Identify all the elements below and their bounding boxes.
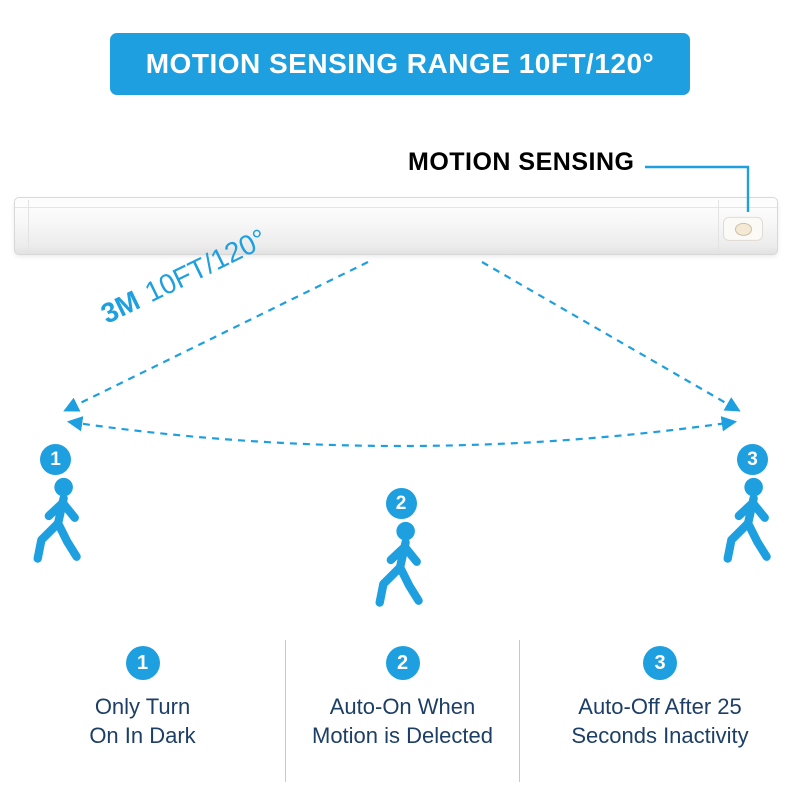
feature-line-1: Auto-On When [329,694,476,719]
feature-line-1: Auto-Off After 25 [578,694,742,719]
figure-number-badge: 1 [40,444,71,475]
range-distance-bold: 3M [95,284,145,330]
range-arc [66,416,738,448]
figure-number-badge: 2 [385,488,417,519]
walking-figure-2: 2 [360,488,442,609]
sensor-panel [723,216,763,241]
feature-line-2: Motion is Delected [312,723,493,749]
light-bar-top-face [15,198,777,208]
walking-person-icon [375,521,423,607]
walking-person-icon [33,477,81,563]
range-line-left [63,261,369,412]
figure-number-badge: 3 [737,444,768,475]
light-bar [14,197,778,255]
walking-figure-3: 3 [708,444,790,565]
feature-number-badge: 1 [125,646,160,680]
motion-sensing-label: MOTION SENSING [408,148,635,176]
range-line-right [481,261,741,412]
feature-auto-on-when-motion: 2 Auto-On When Motion is Delected [285,640,520,782]
feature-only-turn-on-in-dark: 1 Only Turn On In Dark [0,640,285,782]
walking-figure-1: 1 [18,444,100,565]
features-bar: 1 Only Turn On In Dark 2 Auto-On When Mo… [0,640,800,782]
feature-description: Auto-On When Motion is Delected [312,692,493,750]
feature-auto-off-after-inactivity: 3 Auto-Off After 25 Seconds Inactivity [520,640,800,782]
motion-sensor [734,222,752,236]
light-bar-seam [28,200,29,252]
title-banner: MOTION SENSING RANGE 10FT/120° [110,33,690,95]
feature-description: Only Turn On In Dark [89,692,195,750]
banner-title: MOTION SENSING RANGE 10FT/120° [145,48,655,79]
walking-person-icon [723,477,771,563]
feature-number-badge: 2 [385,646,420,680]
feature-description: Auto-Off After 25 Seconds Inactivity [571,692,748,750]
feature-number-badge: 3 [643,646,677,680]
feature-line-1: Only Turn [94,694,191,719]
light-bar-seam [718,200,719,252]
feature-line-2: Seconds Inactivity [571,723,749,749]
feature-line-2: On In Dark [89,723,196,749]
